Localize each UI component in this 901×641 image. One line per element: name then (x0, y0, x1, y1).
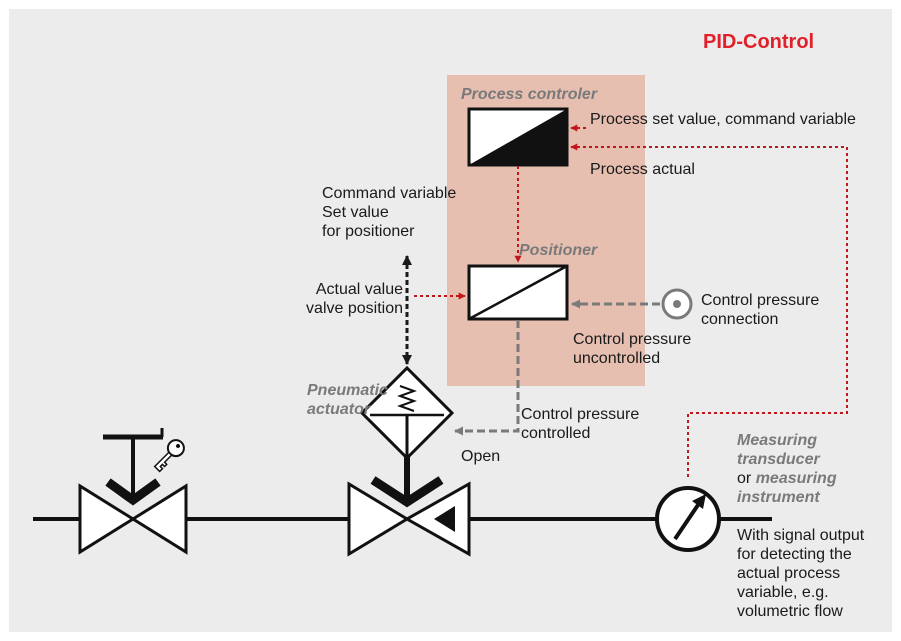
command-variable-label: Command variable Set value for positione… (322, 184, 456, 241)
pressure-connection-line-1: Control pressure (701, 292, 820, 309)
process-actual-label: Process actual (590, 161, 695, 178)
pressure-uncontrolled-line-1: Control pressure (573, 331, 692, 348)
signal-lines (414, 124, 848, 477)
positioner-label: Positioner (519, 242, 598, 259)
pneumatic-actuator-line-1: Pneumatic (307, 382, 388, 399)
measuring-line-3: measuring (755, 470, 837, 487)
signal-output-line-3: actual process (737, 565, 841, 582)
pressure-connection-icon (661, 288, 693, 320)
diagram-title: PID-Control (703, 31, 815, 53)
command-variable-line-3: for positioner (322, 223, 415, 240)
pneumatic-actuator-line-2: actuator (307, 401, 371, 418)
manual-valve-icon (78, 428, 188, 555)
signal-output-line-4: variable, e.g. (737, 584, 829, 601)
actual-value-label: Actual value valve position (291, 280, 403, 318)
pressure-uncontrolled-line-2: uncontrolled (573, 350, 661, 367)
positioner-block (467, 264, 569, 321)
measuring-line-4: instrument (737, 489, 820, 506)
control-pressure-controlled-label: Control pressure controlled (521, 405, 639, 443)
pressure-controlled-line-2: controlled (521, 425, 591, 442)
process-set-value-label: Process set value, command variable (590, 111, 856, 128)
measuring-instrument-icon (655, 486, 721, 552)
actual-value-title: Actual value (315, 281, 403, 298)
pneumatic-actuator-icon (359, 365, 455, 461)
key-icon (153, 439, 185, 473)
control-valve-icon (347, 430, 471, 557)
control-pressure-uncontrolled-label: Control pressure uncontrolled (573, 330, 691, 368)
process-controller-block (467, 107, 569, 167)
actual-value-sub: valve position (306, 300, 403, 317)
control-pressure-connection-label: Control pressure connection (701, 291, 819, 329)
open-label: Open (461, 448, 501, 465)
pneumatic-actuator-label: Pneumatic actuator (307, 381, 388, 419)
pressure-lines (454, 299, 660, 436)
measuring-line-1: Measuring (737, 432, 818, 449)
pressure-connection-line-2: connection (701, 311, 779, 328)
signal-output-note: With signal output for detecting the act… (737, 526, 864, 621)
measuring-instrument-label: Measuring transducer or measuring instru… (737, 431, 837, 507)
measuring-line-2: transducer (737, 451, 820, 468)
signal-output-line-1: With signal output (737, 527, 865, 544)
signal-output-line-5: volumetric flow (737, 603, 843, 620)
process-controller-label: Process controler (461, 86, 598, 103)
command-variable-line-1: Command variable (322, 185, 457, 202)
signal-output-line-2: for detecting the (737, 546, 852, 563)
pressure-controlled-line-1: Control pressure (521, 406, 640, 423)
measuring-or: or (737, 470, 752, 487)
command-variable-line-2: Set value (322, 204, 389, 221)
